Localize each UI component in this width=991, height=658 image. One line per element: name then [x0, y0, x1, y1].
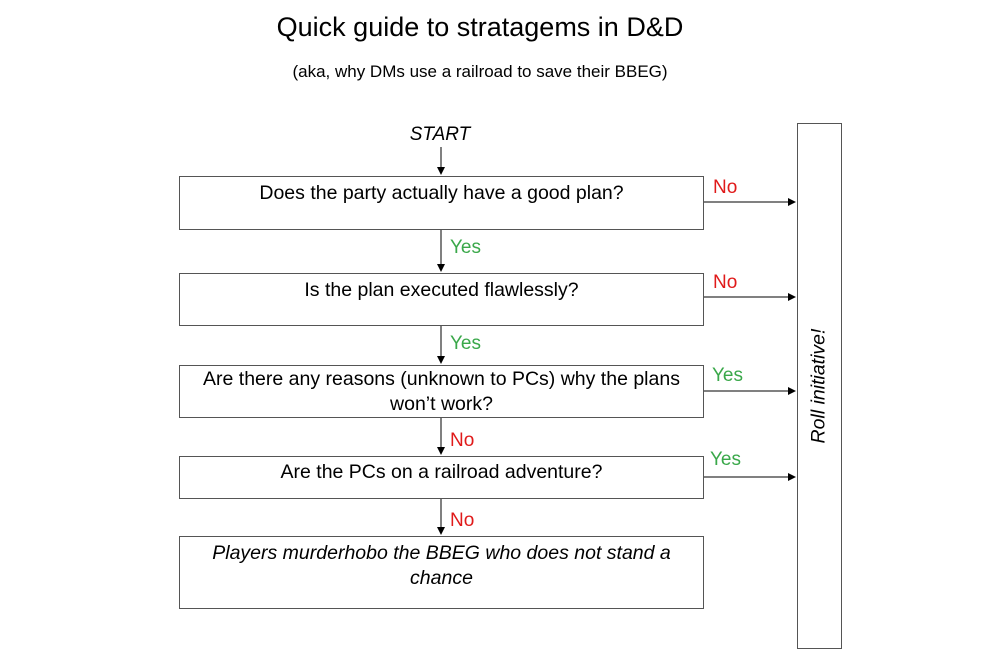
side-label-4: Yes: [710, 449, 741, 470]
side-label-1: No: [713, 177, 738, 198]
down-label-4: No: [450, 510, 475, 531]
question-box-good-plan: Does the party actually have a good plan…: [179, 176, 704, 230]
side-label-3: Yes: [712, 365, 743, 386]
down-label-3: No: [450, 430, 475, 451]
diagram-title: Quick guide to stratagems in D&D: [276, 12, 684, 42]
roll-initiative-box: [797, 123, 842, 649]
question-box-railroad: Are the PCs on a railroad adventure?: [179, 456, 704, 499]
outcome-box: Players murderhobo the BBEG who does not…: [179, 536, 704, 609]
start-label: START: [409, 124, 471, 145]
question-box-executed-flawlessly: Is the plan executed flawlessly?: [179, 273, 704, 326]
down-label-2: Yes: [450, 333, 481, 354]
side-label-2: No: [713, 272, 738, 293]
down-label-1: Yes: [450, 237, 481, 258]
diagram-subtitle: (aka, why DMs use a railroad to save the…: [292, 62, 668, 81]
roll-initiative-label: Roll initiative!: [807, 328, 830, 444]
question-box-unknown-reasons: Are there any reasons (unknown to PCs) w…: [179, 365, 704, 418]
